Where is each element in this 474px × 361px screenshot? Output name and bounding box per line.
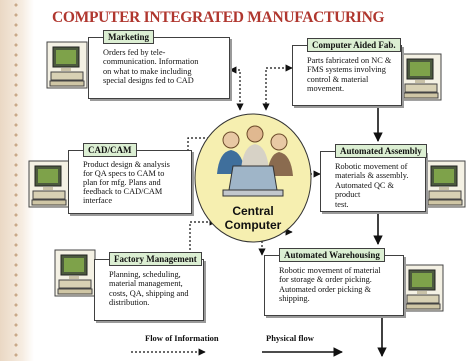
box-automated-assembly: Automated Assembly Robotic movement of m… <box>320 144 427 212</box>
body-line: feedback to CAD/CAM <box>83 187 163 196</box>
box-automated-warehousing: Automated Warehousing Robotic movement o… <box>264 248 404 316</box>
box-body: Parts fabricated on NC & FMS systems inv… <box>307 56 397 94</box>
computer-icon <box>46 41 88 89</box>
body-line: for storage & order picking. <box>279 275 372 285</box>
box-heading: Marketing <box>103 30 154 44</box>
body-line: materials & assembly. <box>335 171 409 181</box>
box-heading: CAD/CAM <box>83 143 137 157</box>
box-cad-cam: CAD/CAM Product design & analysis for QA… <box>68 143 192 214</box>
central-computer-illustration <box>194 113 312 243</box>
body-line: interface <box>83 196 113 205</box>
body-line: Automated QC & product <box>335 180 394 200</box>
diagram-title: COMPUTER INTEGRATED MANUFACTURING <box>52 9 385 26</box>
central-computer-label: Central Computer <box>193 204 313 232</box>
info-flow-caf <box>262 64 293 111</box>
body-line: Robotic movement of <box>335 162 408 171</box>
computer-icon <box>54 249 96 297</box>
body-line: on what to make including <box>103 66 192 76</box>
computer-icon <box>424 160 466 208</box>
body-line: for QA specs to CAM to <box>83 169 165 178</box>
body-line: Product design & analysis <box>83 160 170 169</box>
computer-icon <box>400 53 442 101</box>
box-heading: Factory Management <box>109 252 202 266</box>
box-body: Robotic movement of materials & assembly… <box>335 162 421 209</box>
box-heading: Computer Aided Fab. <box>307 38 401 52</box>
body-line: FMS systems involving <box>307 65 386 75</box>
legend-physical-label: Physical flow <box>266 333 314 343</box>
box-body: Orders fed by tele- communication. Infor… <box>103 48 225 86</box>
body-line: Planning, scheduling, <box>109 270 181 279</box>
body-line: plan for mfg. Plans and <box>83 178 161 187</box>
info-flow-factory <box>186 218 217 263</box>
computer-icon <box>28 160 70 208</box>
body-line: communication. Information <box>103 57 199 67</box>
body-line: costs, QA, shipping and <box>109 288 189 298</box>
box-body: Planning, scheduling, material managemen… <box>109 270 199 308</box>
box-factory-management: Factory Management Planning, scheduling,… <box>94 252 204 321</box>
body-line: special designs fed to CAD <box>103 76 194 86</box>
box-heading: Automated Assembly <box>335 144 427 158</box>
box-body: Robotic movement of material for storage… <box>279 266 399 304</box>
slide-edge-decoration <box>14 0 18 361</box>
body-line: movement. <box>307 84 345 94</box>
body-line: Parts fabricated on NC & <box>307 56 392 65</box>
computer-icon <box>402 264 444 312</box>
box-marketing: Marketing Orders fed by tele- communicat… <box>88 30 230 99</box>
info-flow-marketing <box>229 66 244 111</box>
body-line: test. <box>335 199 349 209</box>
body-line: distribution. <box>109 298 150 308</box>
box-heading: Automated Warehousing <box>279 248 385 262</box>
body-line: Orders fed by tele- <box>103 48 166 57</box>
body-line: Automated order picking & <box>279 284 371 294</box>
body-line: shipping. <box>279 294 310 304</box>
body-line: material management, <box>109 279 183 289</box>
legend-info-label: Flow of Information <box>145 333 219 343</box>
body-line: control & material <box>307 74 369 84</box>
central-computer-line: Central <box>232 204 274 218</box>
box-computer-aided-fab: Computer Aided Fab. Parts fabricated on … <box>292 38 402 106</box>
central-computer-line: Computer <box>224 218 282 232</box>
box-body: Product design & analysis for QA specs t… <box>83 160 187 205</box>
body-line: Robotic movement of material <box>279 266 381 275</box>
